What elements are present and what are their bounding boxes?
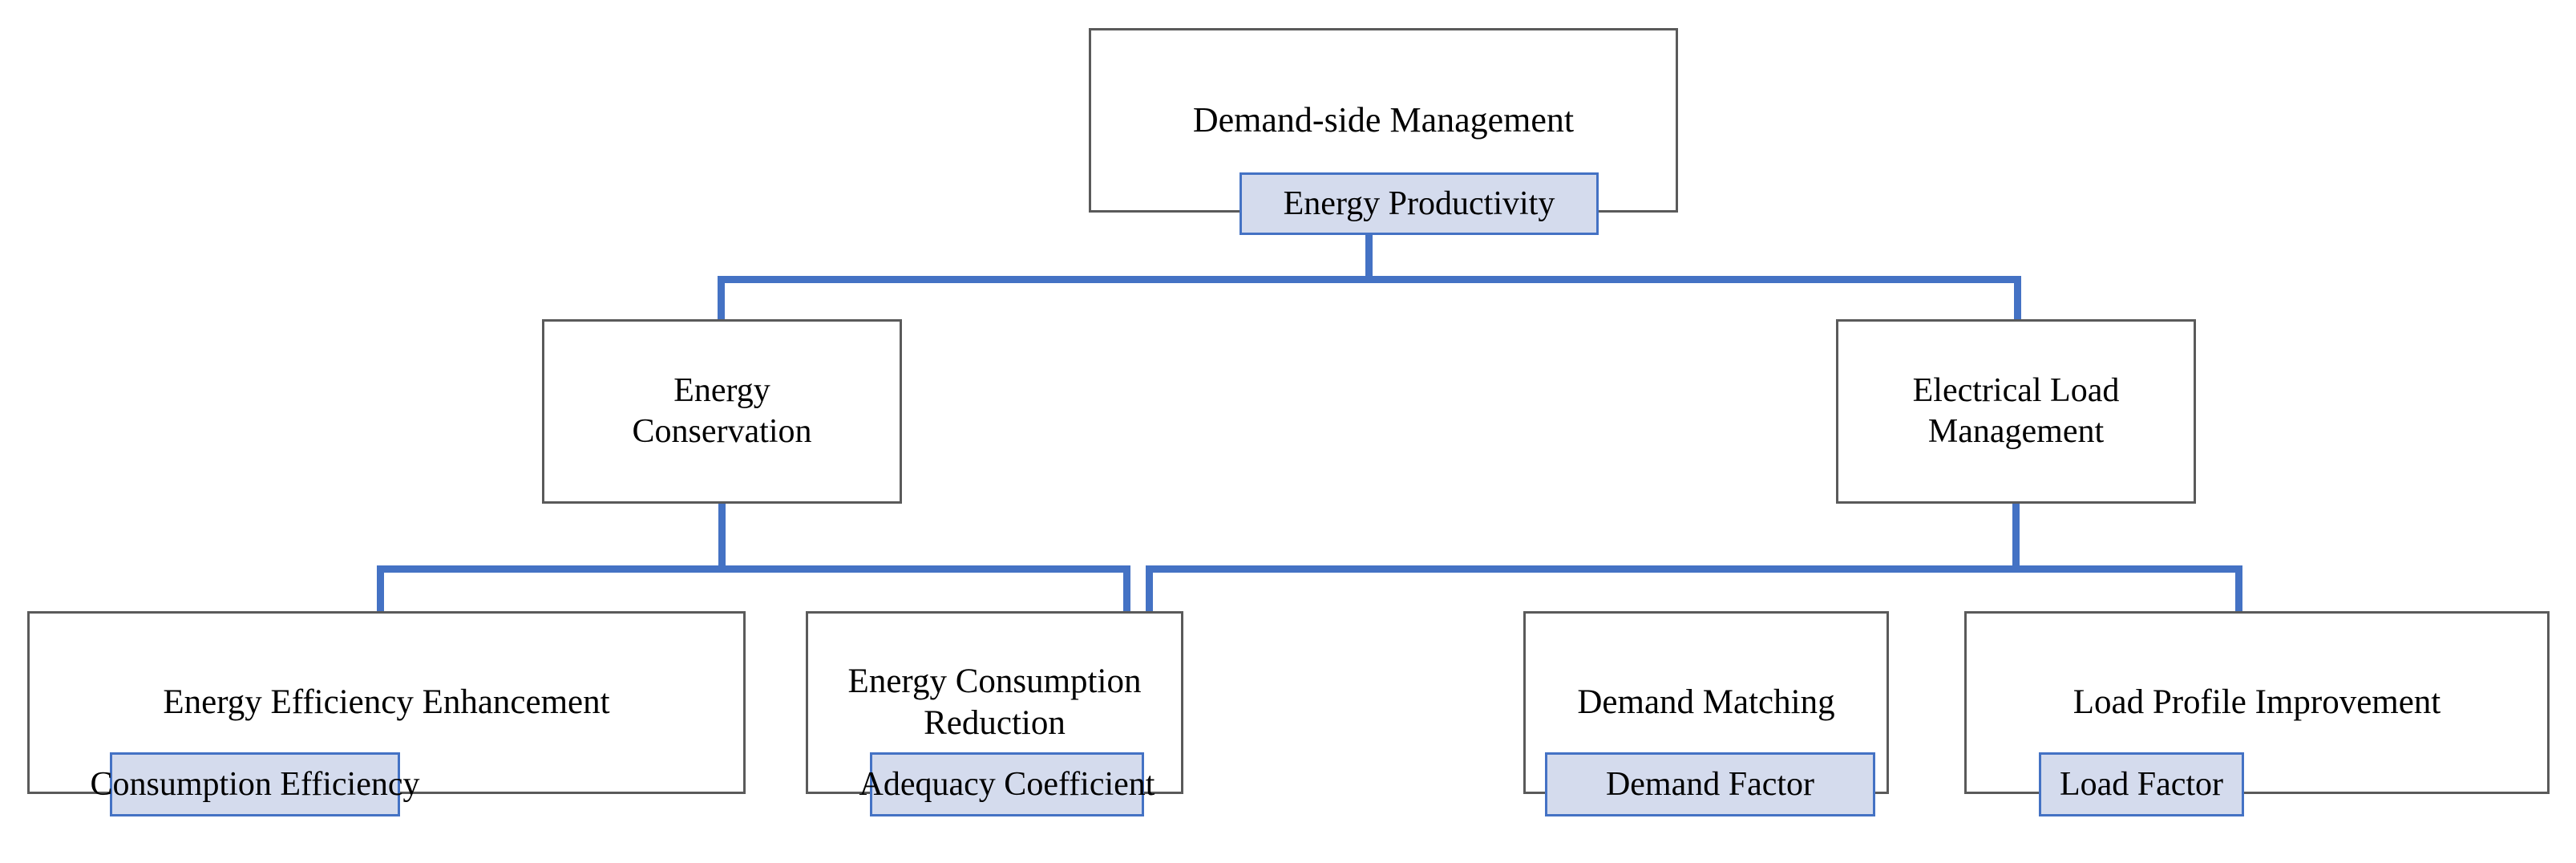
connector-energy-conservation-bus [377, 565, 1130, 573]
badge-adequacy-coefficient-label: Adequacy Coefficient [859, 766, 1155, 803]
connector-leaf4-leg [2235, 565, 2242, 614]
connector-level2-bus [718, 276, 2021, 283]
connector-electrical-load-management-bus [1146, 565, 2242, 573]
badge-consumption-efficiency[interactable]: Consumption Efficiency [91, 752, 420, 816]
node-electrical-load-management[interactable]: Electrical Load Management [1836, 319, 2196, 504]
badge-demand-factor-label: Demand Factor [1605, 766, 1815, 803]
node-demand-side-management-label: Demand-side Management [1192, 100, 1575, 140]
node-electrical-load-management-label: Electrical Load Management [1912, 371, 2120, 450]
connector-leaf3-leg [1146, 565, 1153, 614]
node-energy-consumption-reduction-label: Energy Consumption Reduction [847, 662, 1142, 742]
badge-adequacy-coefficient[interactable]: Adequacy Coefficient [859, 752, 1155, 816]
node-demand-matching-label: Demand Matching [1577, 683, 1835, 721]
badge-energy-productivity-label: Energy Productivity [1283, 185, 1555, 222]
node-load-profile-improvement-label: Load Profile Improvement [2073, 683, 2441, 721]
node-energy-conservation-label: Energy Conservation [632, 371, 812, 450]
badge-consumption-efficiency-label: Consumption Efficiency [90, 766, 420, 803]
badge-demand-factor[interactable]: Demand Factor [1545, 752, 1875, 816]
badge-load-factor[interactable]: Load Factor [2039, 752, 2244, 816]
connector-energy-conservation-stem [718, 504, 726, 569]
connector-leaf2-leg [1123, 565, 1130, 614]
badge-energy-productivity[interactable]: Energy Productivity [1239, 172, 1599, 235]
connector-root-stem [1365, 213, 1373, 281]
node-energy-conservation[interactable]: Energy Conservation [542, 319, 902, 504]
badge-load-factor-label: Load Factor [2059, 766, 2224, 803]
connector-leaf1-leg [377, 565, 384, 614]
connector-electrical-load-management-stem [2012, 504, 2020, 569]
connector-level2-left-leg [718, 276, 725, 322]
node-energy-efficiency-enhancement-label: Energy Efficiency Enhancement [163, 683, 610, 721]
connector-level2-right-leg [2014, 276, 2021, 322]
